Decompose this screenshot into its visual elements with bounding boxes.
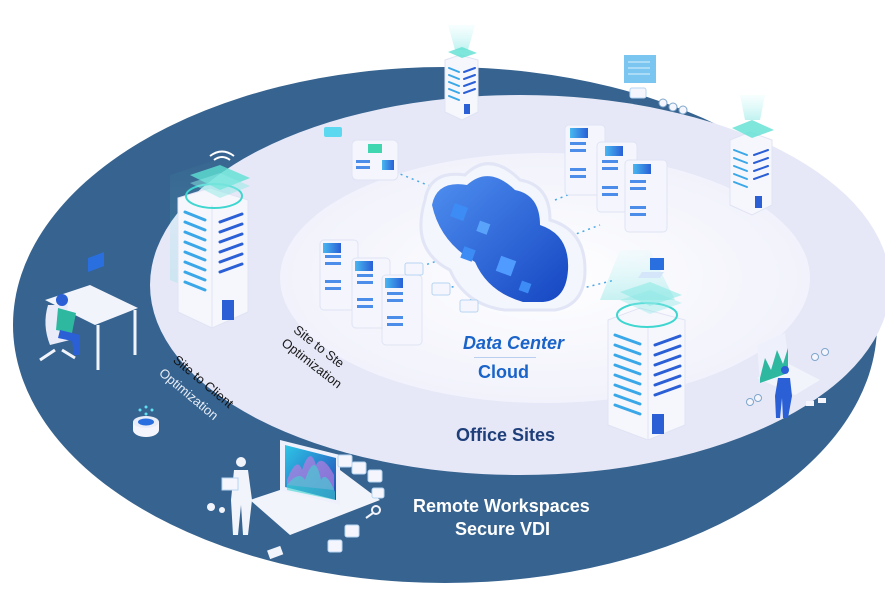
remote-worker-laptop-icon xyxy=(207,440,385,560)
data-center-divider xyxy=(474,357,536,358)
small-node-icons xyxy=(404,262,479,313)
laptop-icon xyxy=(638,258,664,278)
remote-workspaces-label: Remote Workspaces xyxy=(413,496,590,516)
office-building-top-icon xyxy=(444,25,479,121)
server-rack-left-icon xyxy=(319,239,423,346)
remote-worker-woman-icon xyxy=(746,333,829,418)
server-single-icon xyxy=(324,127,399,181)
remote-monitor-icon xyxy=(624,55,688,115)
office-building-left-icon xyxy=(170,150,250,329)
gear-icon xyxy=(207,503,225,513)
office-building-top-right-icon xyxy=(729,95,774,216)
magnifier-icon xyxy=(365,505,381,519)
router-icon xyxy=(133,405,159,437)
wifi-icon xyxy=(209,150,235,161)
server-rack-right-icon xyxy=(564,124,668,233)
data-center-title: Data Center xyxy=(463,333,565,353)
remote-worker-desk-icon xyxy=(39,252,138,370)
cloud-icon xyxy=(419,162,587,312)
office-building-right-icon xyxy=(600,250,686,441)
office-sites-label: Office Sites xyxy=(456,425,556,445)
data-center-subtitle: Cloud xyxy=(478,362,529,382)
secure-vdi-label: Secure VDI xyxy=(455,519,551,539)
